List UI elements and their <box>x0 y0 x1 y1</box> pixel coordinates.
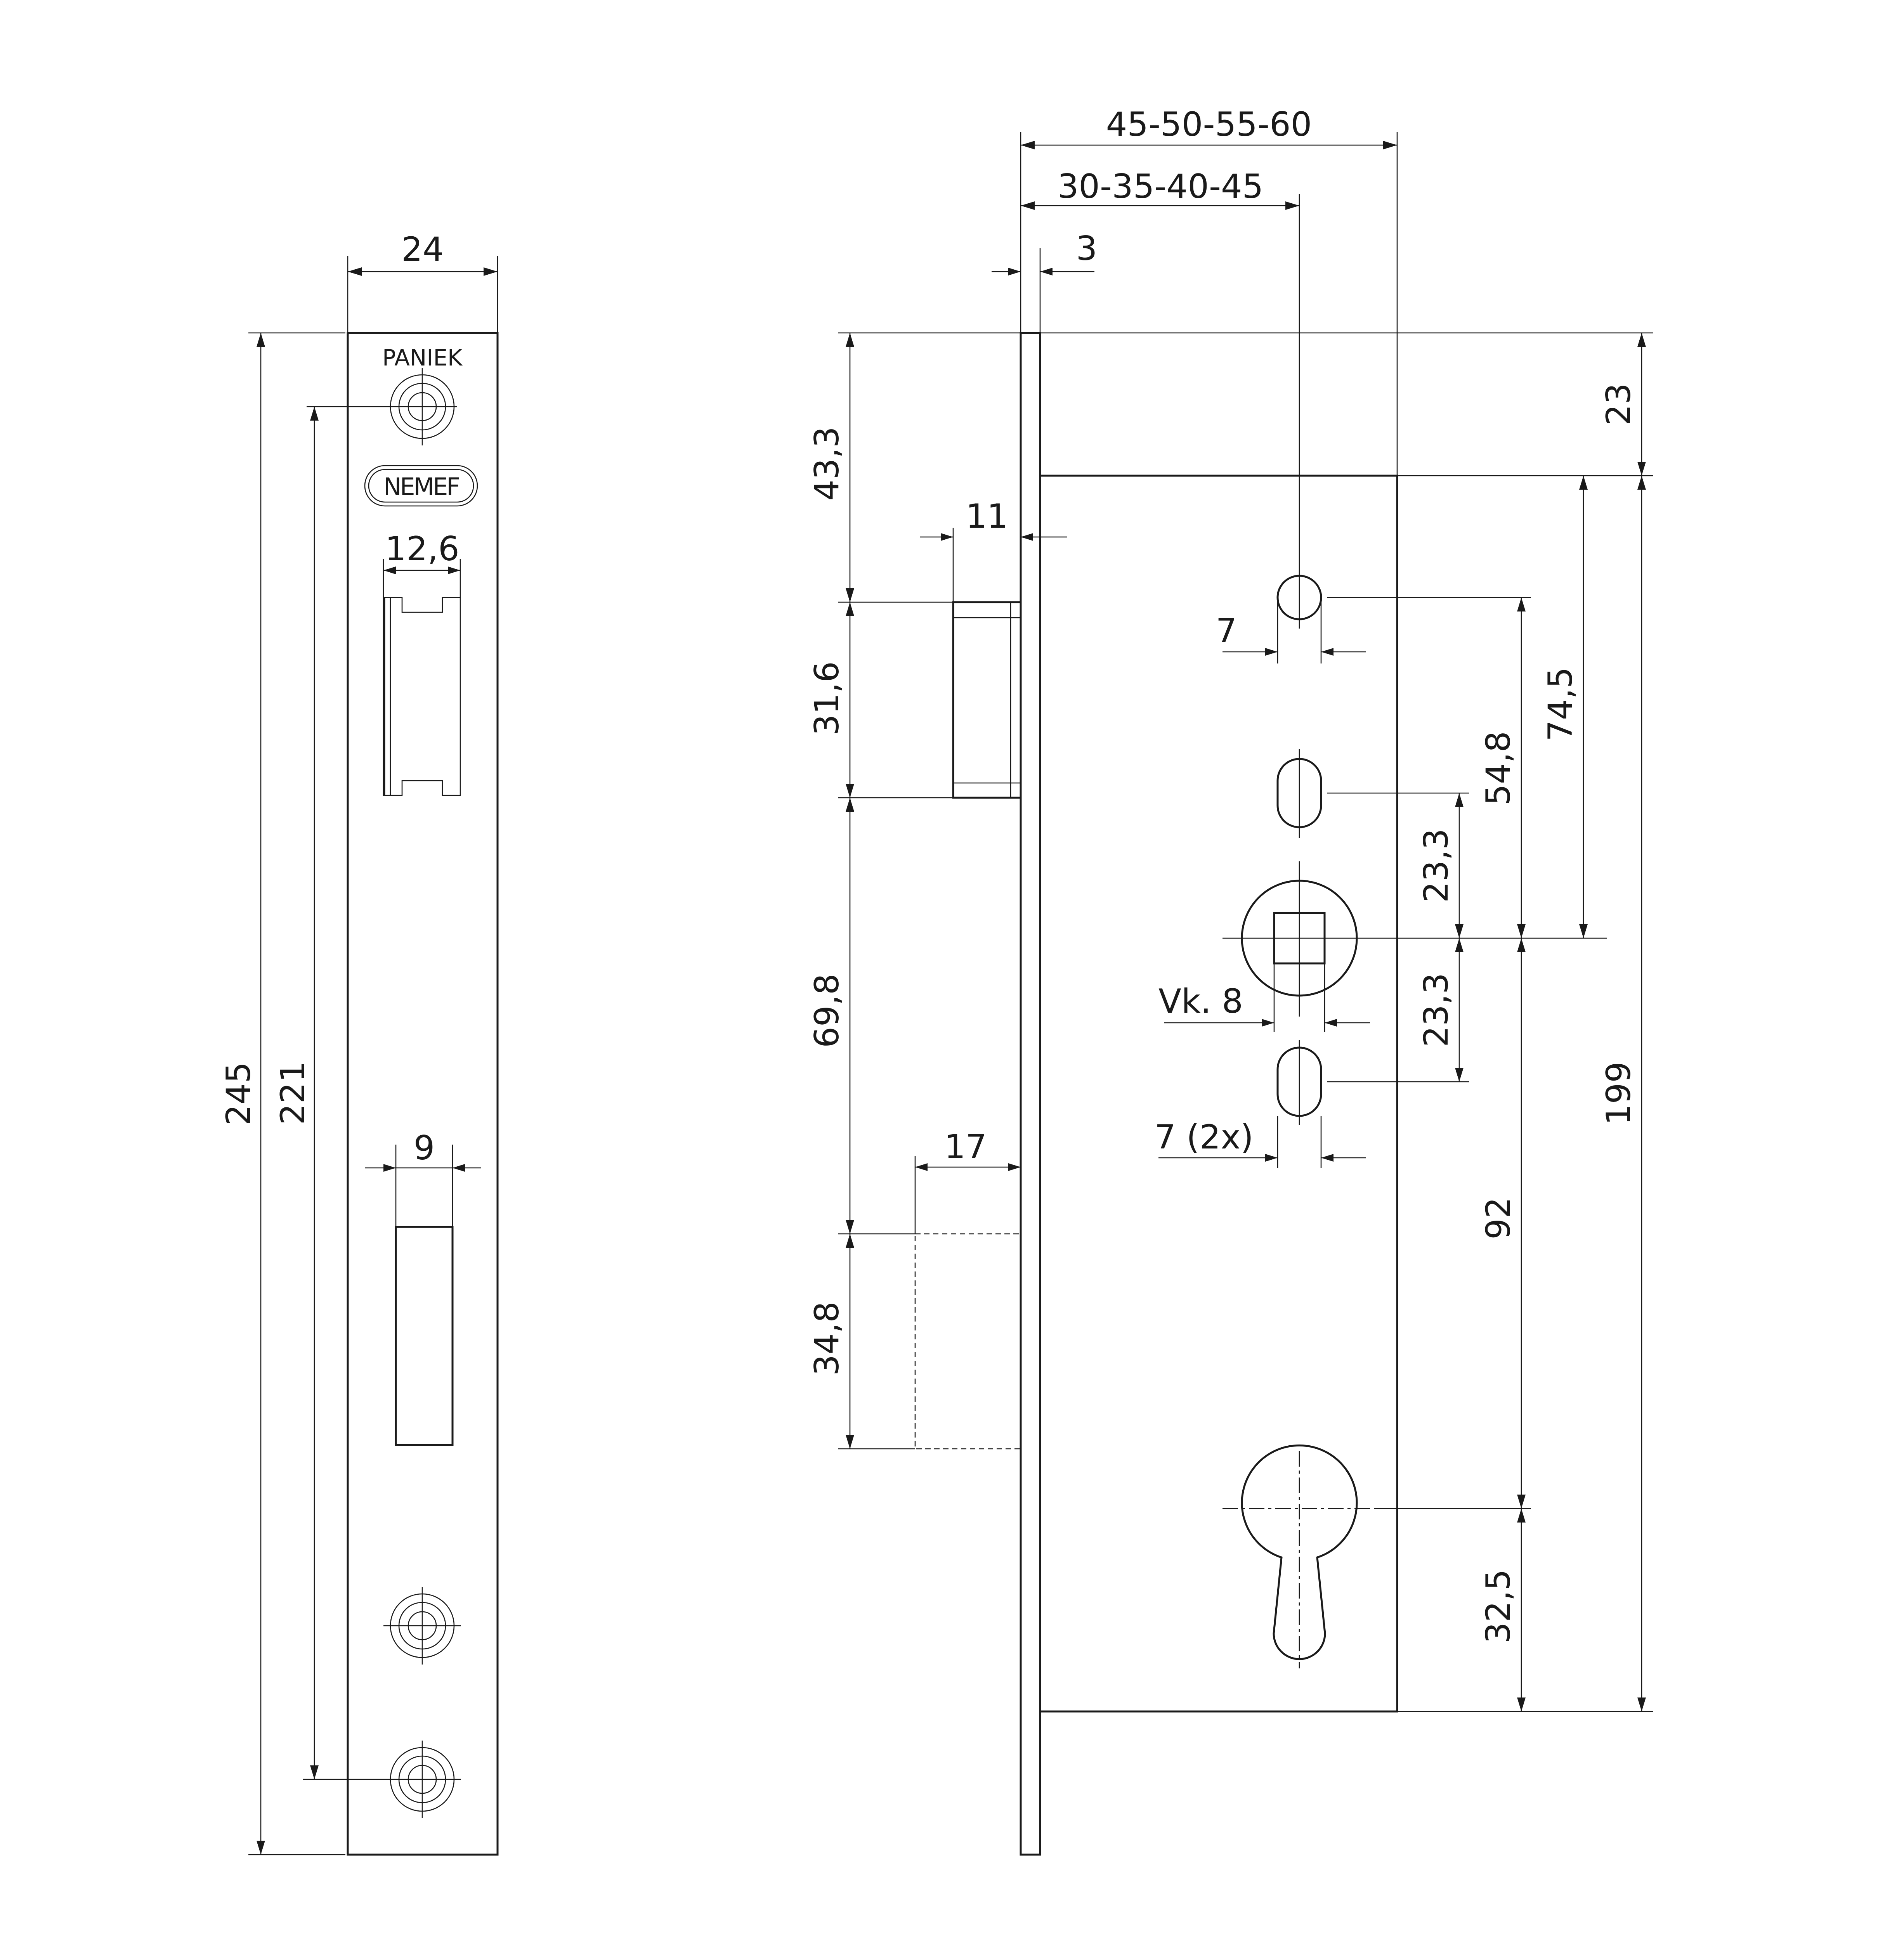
upper-slot <box>1276 749 1469 838</box>
bolt-width-value: 9 <box>414 1129 435 1167</box>
front-view: PANIEK NEMEF 12,6 <box>219 230 499 1856</box>
slot-spacing-dimensions: 23,3 23,3 <box>1417 793 1464 1082</box>
lower-screw-hole-1 <box>383 1587 461 1665</box>
backset-total-value: 45-50-55-60 <box>1106 105 1312 144</box>
dead-bolt <box>914 1233 1021 1450</box>
latch-opening <box>383 597 461 796</box>
front-height-value: 245 <box>219 1062 258 1126</box>
latch-to-bolt-value: 69,8 <box>808 973 846 1048</box>
faceplate-outline <box>347 332 499 1856</box>
follower-hub <box>1223 861 1607 1032</box>
cylinder-to-bottom-value: 32,5 <box>1479 1569 1518 1643</box>
plate-thickness-dimension: 3 <box>992 229 1097 333</box>
bolt-projection-dimension: 17 <box>914 1128 1021 1234</box>
plate-thickness-value: 3 <box>1076 229 1098 268</box>
svg-text:NEMEF: NEMEF <box>383 473 459 501</box>
left-vertical-dimensions: 43,3 31,6 69,8 34,8 <box>808 332 1021 1450</box>
hole-diameter-value: 7 <box>1216 611 1237 650</box>
top-to-latch-value: 43,3 <box>808 426 846 501</box>
bolt-opening <box>395 1226 454 1446</box>
lower-slot <box>1276 1040 1469 1168</box>
paniek-label: PANIEK <box>382 345 463 371</box>
latch-projection-value: 11 <box>966 497 1008 536</box>
bolt-height-value: 34,8 <box>808 1301 846 1375</box>
latch-width-value: 12,6 <box>385 530 459 568</box>
lower-screw-hole-2 <box>303 1741 461 1818</box>
nemef-logo: NEMEF <box>364 465 478 507</box>
slot-spacing-lower-value: 23,3 <box>1417 973 1456 1047</box>
front-height-dimension: 245 <box>219 332 345 1855</box>
latch-projection-dimension: 11 <box>920 497 1067 602</box>
screw-pitch-dimension: 221 <box>274 407 319 1779</box>
backset-total-dimension: 45-50-55-60 <box>1020 105 1398 476</box>
front-width-dimension: 24 <box>347 230 498 333</box>
outer-right-dimensions: 23 199 <box>1599 333 1646 1711</box>
backset-value: 30-35-40-45 <box>1058 167 1264 206</box>
slot-spacing-upper-value: 23,3 <box>1417 828 1456 902</box>
side-view: 45-50-55-60 30-35-40-45 3 11 <box>808 105 1653 1856</box>
latch-height-value: 31,6 <box>808 661 846 735</box>
upper-hole <box>1276 194 1531 629</box>
latch-width-dimension: 12,6 <box>383 530 461 598</box>
slot-diameter-value: 7 (2x) <box>1155 1118 1254 1157</box>
screw-pitch-value: 221 <box>274 1061 312 1125</box>
latch-bolt <box>952 601 1022 799</box>
hole-diameter-dimension: 7 <box>1216 598 1366 663</box>
front-width-value: 24 <box>401 230 444 269</box>
lock-case <box>1039 475 1398 1713</box>
case-height-value: 199 <box>1599 1062 1638 1125</box>
slot-diameter-dimension: 7 (2x) <box>1155 1118 1366 1162</box>
case-top-to-follower-dimension: 74,5 <box>1541 476 1588 938</box>
upper-screw-hole <box>307 368 457 445</box>
cylinder-cutout <box>1223 1444 1531 1668</box>
bolt-projection-value: 17 <box>944 1128 987 1166</box>
forend-plate <box>1020 332 1041 1856</box>
follower-to-cylinder-value: 92 <box>1479 1197 1518 1239</box>
follower-square-dimension: Vk. 8 <box>1158 982 1370 1027</box>
follower-square-value: Vk. 8 <box>1158 982 1243 1021</box>
bolt-width-dimension: 9 <box>365 1129 481 1227</box>
right-inner-dimensions: 54,8 92 32,5 <box>1479 598 1526 1711</box>
backset-dimension: 30-35-40-45 <box>1021 167 1299 210</box>
upper-to-follower-value: 74,5 <box>1541 667 1580 741</box>
hole-to-follower-value: 54,8 <box>1479 731 1518 805</box>
top-offset-value: 23 <box>1599 383 1638 425</box>
